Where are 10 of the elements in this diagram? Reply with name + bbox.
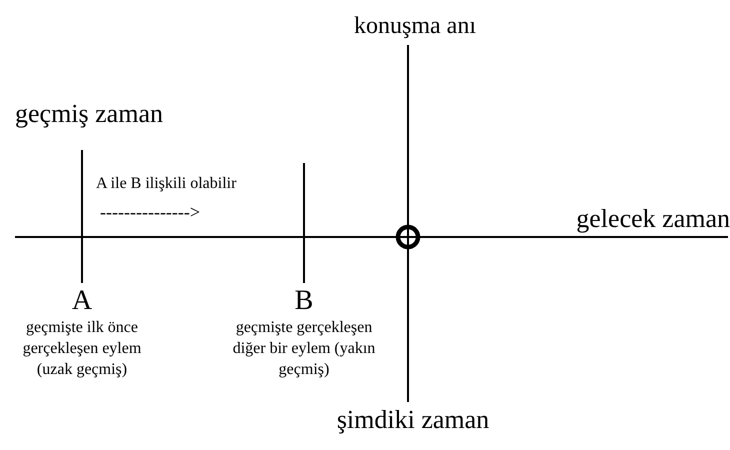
point-description: geçmişte ilk önce gerçekleşen eylem (uzak geçmiş) [22, 318, 142, 380]
axis-title: konuşma anı [353, 12, 477, 41]
axis-title: şimdiki zaman [336, 404, 490, 436]
dashed-arrow-text: ---------------> [100, 202, 202, 224]
axis-title: gelecek zaman [575, 203, 730, 234]
relation-note: A ile B ilişkili olabilir [96, 174, 238, 194]
point-letter: B [294, 284, 314, 318]
point-description: geçmişte gerçekleşen diğer bir eylem (yakın geçmiş) [232, 318, 376, 380]
point-letter: A [70, 284, 94, 318]
axis-title: geçmiş zaman [15, 98, 164, 130]
